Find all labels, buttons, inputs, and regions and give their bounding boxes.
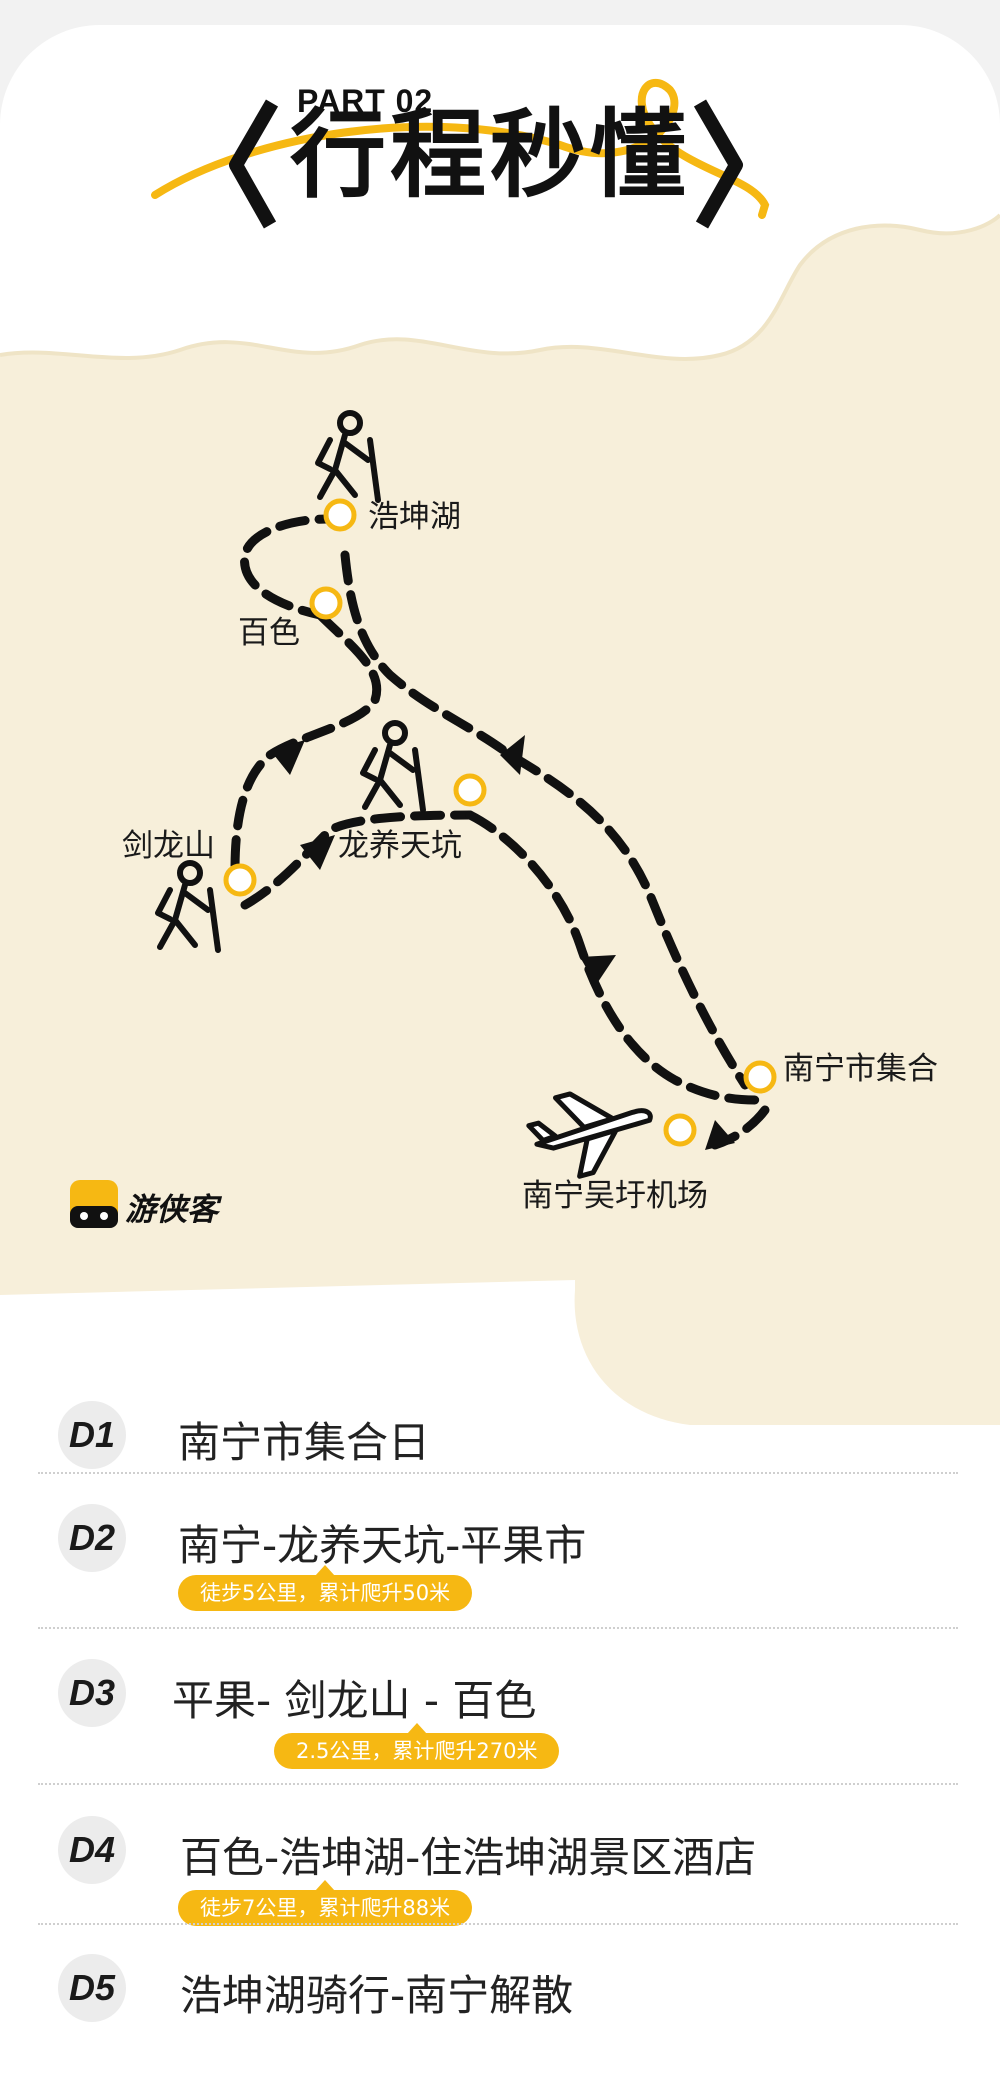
day-title: 南宁市集合日 [178, 1418, 431, 1467]
hiking-stats-tag: 徒步7公里，累计爬升88米 [178, 1880, 473, 1926]
marker-nanning [743, 1060, 777, 1094]
day-title: 平果- 剑龙山 - 百色 [172, 1676, 537, 1725]
day-badge: D4 [58, 1816, 126, 1884]
divider [38, 1627, 958, 1629]
title-area: PART 02 行程秒懂 [0, 25, 1000, 265]
arrow-icon [270, 740, 305, 775]
day-badge: D1 [58, 1401, 126, 1469]
chevron-left-icon [229, 99, 279, 229]
brand-logo-text: 游侠客 [125, 1192, 218, 1228]
day-badge: D5 [58, 1954, 126, 2022]
divider [38, 1783, 958, 1785]
route-arrows [270, 735, 735, 1150]
list-item: D4 百色-浩坤湖-住浩坤湖景区酒店 徒步7公里，累计爬升88米 [38, 1810, 958, 1930]
hiker-icon [155, 860, 221, 953]
day-title: 南宁-龙养天坑-平果市 [178, 1521, 587, 1570]
map-land-edge [0, 213, 1000, 361]
route-haokun-nanning [340, 550, 750, 1090]
list-item: D1 南宁市集合日 [38, 1395, 958, 1475]
place-label-nanning-airport: 南宁吴圩机场 [522, 1178, 708, 1214]
divider [38, 1923, 958, 1925]
day-badge: D2 [58, 1504, 126, 1572]
brand-logo-icon [70, 1180, 118, 1228]
list-item: D5 浩坤湖骑行-南宁解散 [38, 1950, 958, 2030]
hiking-stats-tag: 徒步5公里，累计爬升50米 [178, 1565, 473, 1611]
brand-logo: 游侠客 [70, 1180, 218, 1230]
route-lines [230, 514, 770, 1150]
title-swoosh [151, 79, 770, 219]
marker-jianlong [223, 863, 257, 897]
marker-haokun-lake [323, 498, 357, 532]
divider [38, 1472, 958, 1474]
marker-baise [309, 586, 343, 620]
route-baise-jianlong [230, 610, 382, 875]
place-label-nanning-meetup: 南宁市集合 [783, 1051, 938, 1087]
route-longyang-nanning [465, 810, 760, 1105]
marker-longyang [453, 773, 487, 807]
day-badge: D3 [58, 1659, 126, 1727]
day-title: 百色-浩坤湖-住浩坤湖景区酒店 [180, 1833, 757, 1882]
day-title: 浩坤湖骑行-南宁解散 [180, 1971, 574, 2020]
title-decoration [151, 79, 770, 229]
place-label-jianlong-mountain: 剑龙山 [122, 828, 215, 864]
part-label: PART 02 [297, 83, 434, 119]
marker-airport [663, 1113, 697, 1147]
list-item: D3 平果- 剑龙山 - 百色 2.5公里，累计爬升270米 [38, 1653, 958, 1773]
hiker-icon [315, 410, 381, 503]
place-markers [223, 498, 777, 1147]
hiker-icon [360, 720, 426, 813]
arrow-icon [580, 955, 616, 985]
arrow-icon [705, 1120, 735, 1150]
route-haokun-baise [240, 514, 350, 620]
place-label-baise: 百色 [238, 615, 300, 651]
hiking-stats-tag: 2.5公里，累计爬升270米 [274, 1723, 560, 1769]
arrow-icon [500, 735, 525, 775]
list-item: D2 南宁-龙养天坑-平果市 徒步5公里，累计爬升50米 [38, 1500, 958, 1620]
place-label-haokun-lake: 浩坤湖 [368, 499, 461, 535]
chevron-right-icon [693, 99, 743, 229]
arrow-icon [300, 835, 335, 870]
map-background [0, 213, 1000, 1425]
route-jianlong-longyang [240, 810, 475, 910]
airplane-icon [526, 1091, 653, 1179]
page-title: 行程秒懂 [290, 99, 690, 211]
place-label-longyang-tiankeng: 龙养天坑 [338, 828, 462, 864]
itinerary-card: PART 02 行程秒懂 浩坤湖 百色 剑龙山 龙养天坑 南宁市集合 南宁吴圩机… [0, 25, 1000, 2098]
